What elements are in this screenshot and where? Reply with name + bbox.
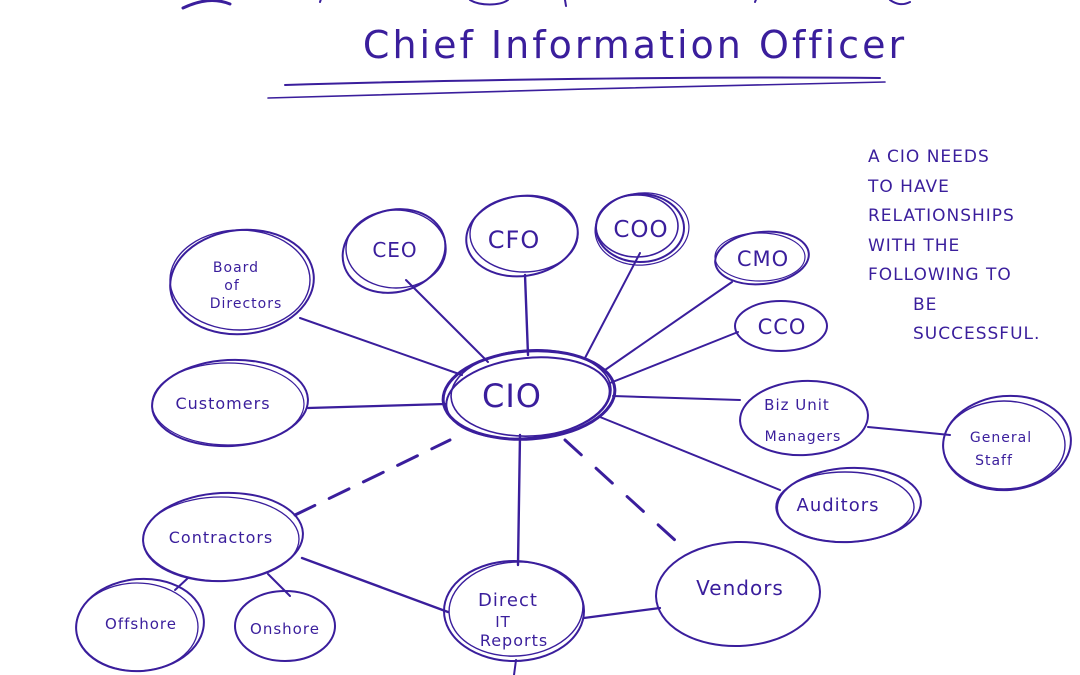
svg-text:of: of (224, 278, 240, 294)
node-customers[interactable]: Customers (150, 356, 310, 450)
svg-text:Reports: Reports (480, 631, 548, 650)
edge-cio-contractors-dashed (293, 438, 452, 517)
side-note-line: successful. (913, 324, 1041, 344)
side-note: A CIO needs to have relationships with t… (868, 143, 1078, 350)
edge-contractors-onshore (267, 573, 291, 597)
node-biz-unit-managers[interactable]: Biz Unit Managers (738, 378, 870, 459)
diagram-title: Chief Information Officer (363, 23, 907, 67)
edges (174, 252, 951, 675)
edge-direct-it-vendors (582, 606, 662, 620)
svg-text:Managers: Managers (765, 429, 842, 445)
edge-cio-board (299, 317, 463, 376)
side-note-line: following to (868, 265, 1012, 285)
edge-cio-auditors (599, 416, 781, 491)
svg-text:Biz Unit: Biz Unit (764, 396, 830, 414)
side-note-line: to have (868, 176, 950, 197)
svg-text:Auditors: Auditors (797, 495, 880, 516)
svg-text:CEO: CEO (372, 238, 417, 262)
edge-cio-customers (306, 402, 447, 410)
edge-cio-coo (584, 252, 641, 359)
svg-text:CFO: CFO (488, 226, 540, 254)
svg-text:Board: Board (213, 260, 259, 276)
svg-text:Staff: Staff (975, 453, 1013, 469)
svg-text:Direct: Direct (478, 590, 538, 611)
edge-direct-it-down (513, 659, 517, 675)
edge-biz-general-staff (867, 426, 951, 436)
side-note-line: with the (868, 235, 961, 256)
node-cfo[interactable]: CFO (461, 189, 583, 284)
edge-contractors-direct-it (300, 556, 450, 614)
node-cio[interactable]: CIO (440, 345, 618, 446)
node-onshore[interactable]: Onshore (234, 590, 336, 662)
svg-text:Onshore: Onshore (250, 620, 320, 638)
side-note-line: be (913, 294, 938, 315)
svg-text:Contractors: Contractors (169, 528, 274, 547)
edge-cio-cco (609, 331, 739, 384)
node-cco[interactable]: CCO (734, 300, 828, 352)
node-general-staff[interactable]: General Staff (939, 391, 1075, 496)
svg-text:COO: COO (613, 217, 668, 243)
node-auditors[interactable]: Auditors (775, 464, 923, 545)
node-ceo[interactable]: CEO (333, 198, 455, 304)
node-direct-it-reports[interactable]: Direct IT Reports (443, 557, 586, 662)
title-underline (267, 76, 886, 99)
edge-contractors-offshore (174, 577, 189, 591)
node-coo[interactable]: COO (592, 189, 692, 269)
svg-text:General: General (970, 430, 1032, 446)
edge-cio-ceo (405, 279, 489, 363)
svg-text:Customers: Customers (175, 394, 270, 413)
svg-text:IT: IT (495, 613, 511, 631)
edge-cio-vendors-dashed (563, 438, 690, 554)
cropped-header-scribbles (181, 0, 911, 10)
svg-text:Vendors: Vendors (696, 576, 784, 600)
edge-cio-direct-it (516, 433, 522, 567)
svg-text:CCO: CCO (758, 315, 807, 339)
node-cio-label: CIO (482, 377, 542, 415)
node-cmo[interactable]: CMO (713, 227, 812, 289)
node-vendors[interactable]: Vendors (654, 539, 822, 649)
svg-text:Offshore: Offshore (105, 615, 177, 633)
edge-cio-biz-unit (612, 395, 741, 401)
side-note-line: A CIO needs (868, 147, 990, 167)
node-offshore[interactable]: Offshore (72, 574, 208, 675)
edge-cio-cfo (523, 273, 530, 357)
svg-text:Directors: Directors (210, 296, 283, 312)
svg-text:CMO: CMO (737, 247, 789, 271)
edge-cio-cmo (604, 281, 733, 371)
side-note-line: relationships (868, 206, 1015, 226)
node-board-of-directors[interactable]: Board of Directors (165, 223, 319, 341)
node-contractors[interactable]: Contractors (141, 489, 305, 585)
